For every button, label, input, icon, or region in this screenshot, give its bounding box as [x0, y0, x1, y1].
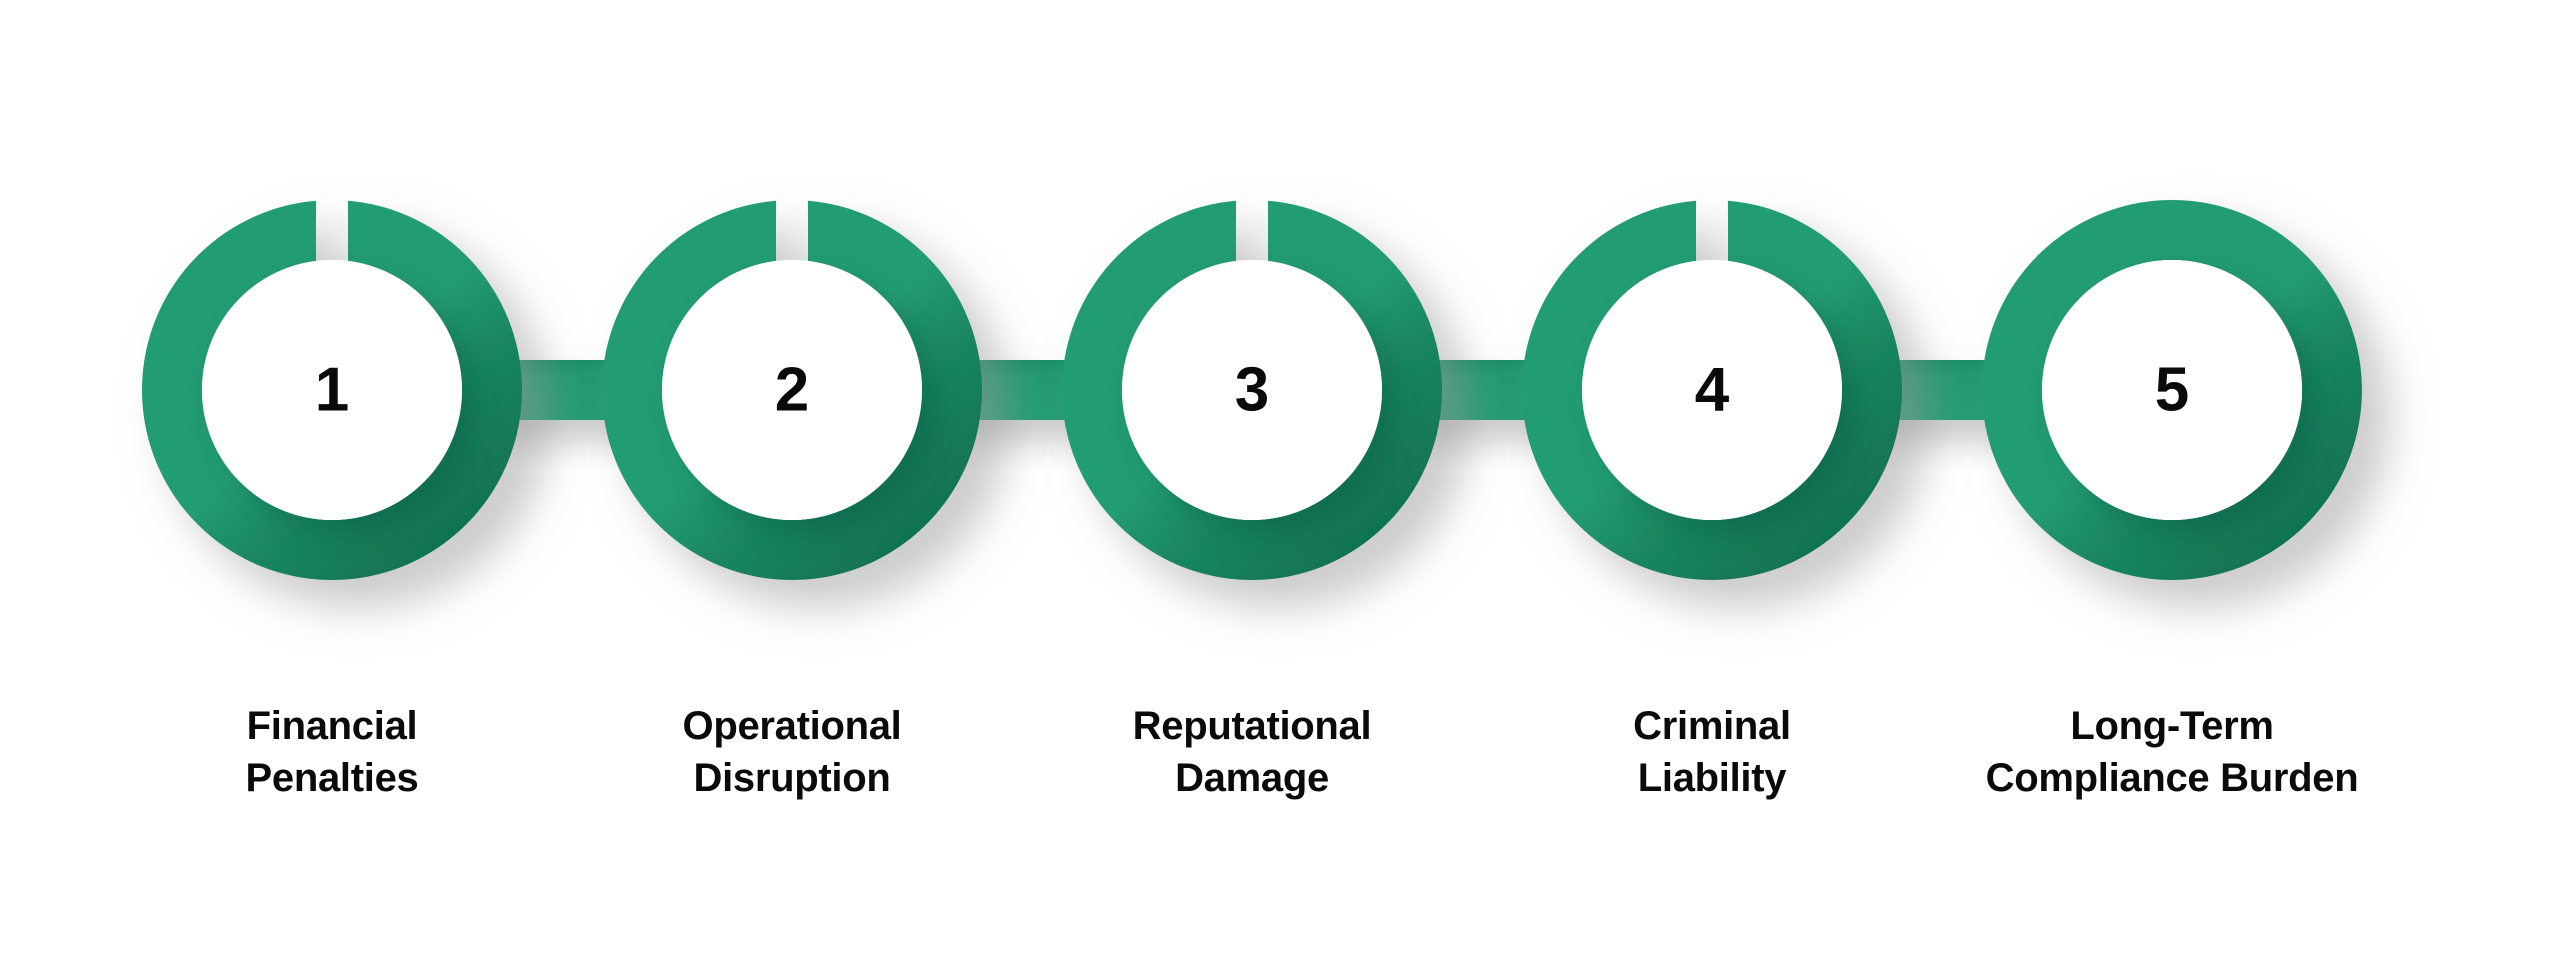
- ring-4: [1522, 200, 1903, 581]
- step-node-2[interactable]: 2: [602, 200, 982, 581]
- inner-circle-4-face: [1582, 260, 1842, 520]
- steps-group: 1 2 3: [141, 200, 2362, 581]
- inner-circle-5-face: [2042, 260, 2302, 520]
- step-node-5[interactable]: 5: [1981, 200, 2362, 581]
- step-node-1[interactable]: 1: [141, 200, 522, 581]
- step-label-1: Financial Penalties: [245, 704, 419, 800]
- ring-2: [602, 200, 982, 581]
- ring-1: [141, 200, 522, 581]
- inner-circle-2-face: [662, 260, 922, 520]
- step-label-4: Criminal Liability: [1633, 704, 1791, 800]
- step-number-2: 2: [775, 356, 809, 425]
- step-label-2: Operational Disruption: [682, 704, 902, 800]
- step-label-5: Long-Term Compliance Burden: [1985, 704, 2359, 800]
- step-node-4[interactable]: 4: [1522, 200, 1903, 581]
- ring-3: [1062, 200, 1443, 581]
- ring-5: [1981, 200, 2362, 581]
- inner-circle-1-face: [202, 260, 462, 520]
- step-number-5: 5: [2155, 356, 2189, 425]
- step-number-1: 1: [315, 356, 349, 425]
- inner-circle-3-face: [1122, 260, 1382, 520]
- step-label-3: Reputational Damage: [1132, 704, 1372, 800]
- step-node-3[interactable]: 3: [1062, 200, 1443, 581]
- step-number-3: 3: [1235, 356, 1269, 425]
- step-number-4: 4: [1695, 356, 1730, 425]
